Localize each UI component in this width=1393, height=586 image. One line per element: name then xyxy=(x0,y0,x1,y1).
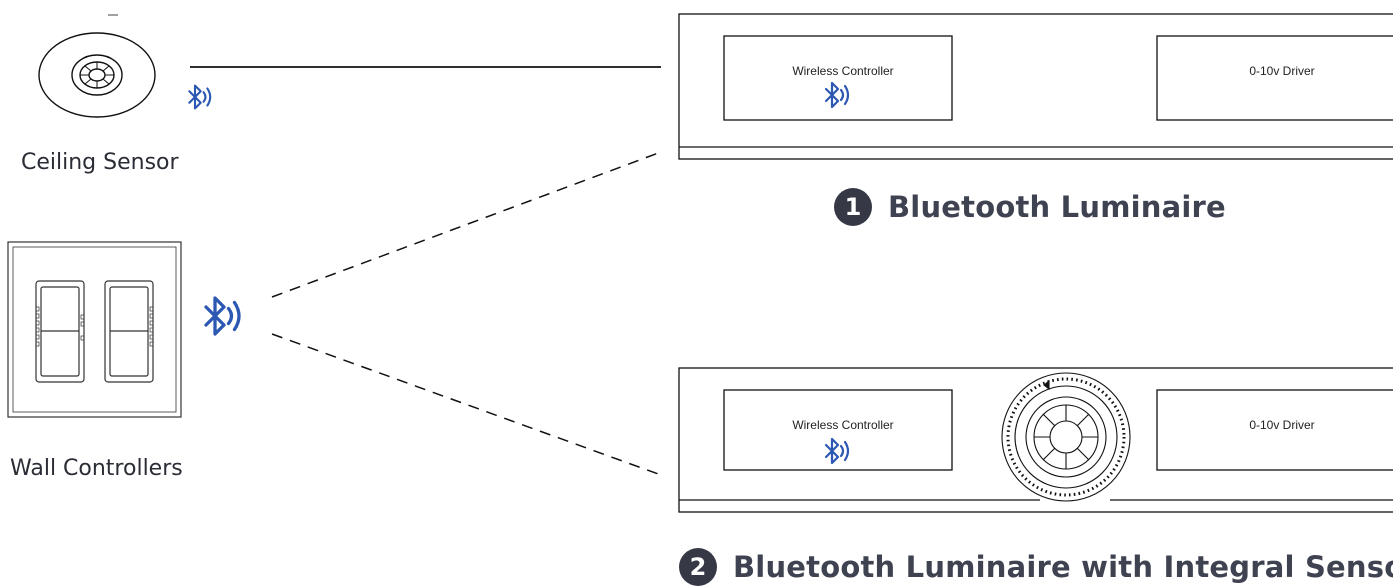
luminaire-1-heading: 1 Bluetooth Luminaire xyxy=(834,188,1226,226)
bluetooth-icon xyxy=(188,84,212,110)
bluetooth-icon xyxy=(824,437,850,465)
luminaire-2-fixture xyxy=(678,367,1393,513)
luminaire-2-title: Bluetooth Luminaire with Integral Sensor xyxy=(733,550,1393,584)
ceiling-sensor-icon xyxy=(38,14,156,118)
luminaire-1-controller-label: Wireless Controller xyxy=(792,64,893,78)
luminaire-2-heading: 2 Bluetooth Luminaire with Integral Sens… xyxy=(679,548,1393,586)
integral-sensor-icon xyxy=(1001,372,1131,502)
number-badge: 1 xyxy=(834,188,872,226)
wall-dimmer-icon xyxy=(7,241,182,418)
number-badge: 2 xyxy=(679,548,717,586)
ceiling-sensor-label: Ceiling Sensor xyxy=(21,150,179,175)
luminaire-2-driver-label: 0-10v Driver xyxy=(1249,418,1314,432)
wall-controllers-label: Wall Controllers xyxy=(10,456,183,481)
wireless-connection-line xyxy=(271,151,662,298)
wireless-connection-line xyxy=(271,333,662,476)
luminaire-1-title: Bluetooth Luminaire xyxy=(888,190,1226,224)
luminaire-1-fixture xyxy=(678,13,1393,160)
luminaire-1-driver-label: 0-10v Driver xyxy=(1249,64,1314,78)
luminaire-2-controller-label: Wireless Controller xyxy=(792,418,893,432)
bluetooth-icon xyxy=(824,81,850,109)
bluetooth-icon xyxy=(204,296,241,336)
